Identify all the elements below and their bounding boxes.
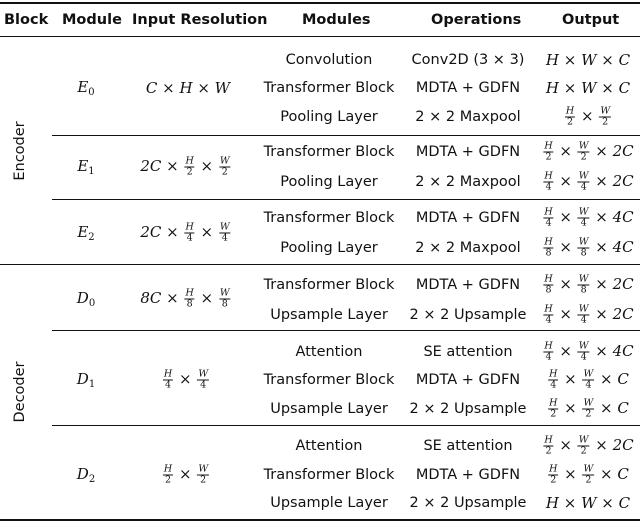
header-rule (0, 36, 640, 37)
e0-output-1: H × W × C (545, 51, 631, 69)
d2-operation-1: SE attention (423, 438, 513, 454)
module-e0: E0 (77, 78, 95, 98)
d0-operation-1: MDTA + GDFN (415, 277, 521, 293)
header-block: Block (4, 12, 49, 28)
header-operations: Operations (431, 12, 522, 28)
d1-module-2: Transformer Block (263, 372, 395, 388)
e0-module-3: Pooling Layer (280, 109, 378, 125)
block-label-encoder: Encoder (12, 121, 28, 181)
e2-operation-2: 2 × 2 Maxpool (415, 240, 521, 256)
module-d2: D2 (76, 465, 96, 485)
d0-module-2: Upsample Layer (270, 307, 388, 323)
header-input-resolution: Input Resolution (132, 12, 268, 28)
d1-operation-1: SE attention (423, 344, 513, 360)
d0-module-1: Transformer Block (263, 277, 395, 293)
e0-module-2: Transformer Block (263, 80, 395, 96)
d2-module-1: Attention (295, 438, 363, 454)
top-rule (0, 2, 640, 4)
e0-operation-3: 2 × 2 Maxpool (415, 109, 521, 125)
d1-module-1: Attention (295, 344, 363, 360)
e0-operation-2: MDTA + GDFN (415, 80, 521, 96)
e2-module-2: Pooling Layer (280, 240, 378, 256)
e0-module-1: Convolution (285, 52, 373, 68)
e0-output-2: H × W × C (545, 79, 631, 97)
e2-module-1: Transformer Block (263, 210, 395, 226)
d0-operation-2: 2 × 2 Upsample (409, 307, 527, 323)
encoder-decoder-divider (0, 264, 640, 265)
bottom-rule (0, 519, 640, 521)
e1-operation-2: 2 × 2 Maxpool (415, 174, 521, 190)
module-e1: E1 (77, 157, 95, 177)
d1-operation-3: 2 × 2 Upsample (409, 401, 527, 417)
decoder-d1-divider (52, 330, 640, 331)
e1-module-2: Pooling Layer (280, 174, 378, 190)
d1-module-3: Upsample Layer (270, 401, 388, 417)
e0-operation-1: Conv2D (3 × 3) (411, 52, 525, 68)
decoder-d2-divider (52, 425, 640, 426)
e1-module-1: Transformer Block (263, 144, 395, 160)
e2-operation-1: MDTA + GDFN (415, 210, 521, 226)
encoder-e1-divider (52, 135, 640, 136)
header-modules: Modules (302, 12, 371, 28)
d2-module-2: Transformer Block (263, 467, 395, 483)
block-label-decoder: Decoder (12, 361, 28, 423)
module-d0: D0 (76, 289, 96, 309)
header-module: Module (62, 12, 122, 28)
module-e2: E2 (77, 223, 95, 243)
d1-operation-2: MDTA + GDFN (415, 372, 521, 388)
module-d1: D1 (76, 370, 96, 390)
input-e0: C × H × W (145, 79, 231, 97)
header-output: Output (562, 12, 620, 28)
d2-operation-3: 2 × 2 Upsample (409, 495, 527, 511)
d2-output-3: H × W × C (545, 494, 631, 512)
d2-operation-2: MDTA + GDFN (415, 467, 521, 483)
e1-operation-1: MDTA + GDFN (415, 144, 521, 160)
encoder-e2-divider (52, 199, 640, 200)
d2-module-3: Upsample Layer (270, 495, 388, 511)
